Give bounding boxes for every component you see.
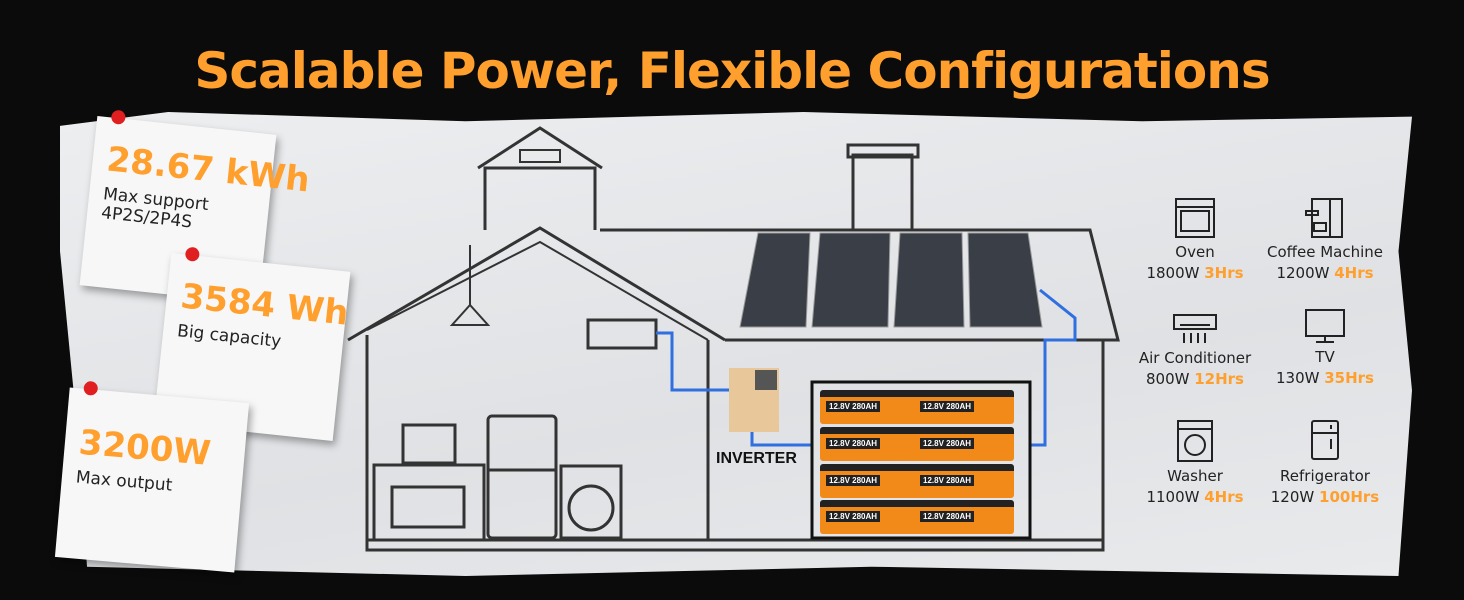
lamp-icon [449, 303, 491, 326]
left-roof [347, 226, 726, 342]
right-roof [600, 228, 1120, 342]
page-title: Scalable Power, Flexible Configurations [194, 42, 1270, 100]
coffee-machine-icon [1305, 198, 1343, 238]
inverter-label: INVERTER [716, 450, 797, 467]
appliance-oven: Oven 1800W 3Hrs [1120, 197, 1270, 282]
pin-icon [184, 246, 201, 262]
washer-icon [1177, 420, 1213, 462]
battery: 12.8V 280AH [820, 427, 920, 461]
solar-panels [739, 232, 1043, 328]
appliance-air-conditioner: Air Conditioner 800W 12Hrs [1120, 313, 1270, 388]
note-output: 3200W Max output [54, 380, 250, 573]
fridge-drawing [486, 414, 558, 540]
refrigerator-icon [1311, 420, 1339, 460]
tv-icon [1305, 309, 1345, 343]
battery: 12.8V 280AH [914, 427, 1014, 461]
appliance-washer: Washer 1100W 4Hrs [1120, 419, 1270, 506]
battery: 12.8V 280AH [914, 500, 1014, 534]
battery: 12.8V 280AH [914, 390, 1014, 424]
chimney [851, 153, 914, 230]
appliance-tv: TV 130W 35Hrs [1250, 308, 1400, 387]
pin-icon [110, 109, 127, 125]
battery: 12.8V 280AH [820, 500, 920, 534]
oven-drawing [372, 463, 486, 542]
oven-icon [1175, 198, 1215, 238]
battery: 12.8V 280AH [820, 464, 920, 498]
wire [656, 331, 730, 392]
ac-drawing [586, 318, 658, 350]
washer-drawing [559, 464, 623, 540]
battery-rack [810, 380, 1032, 540]
pin-icon [83, 380, 99, 396]
microwave-drawing [401, 423, 457, 465]
floor [365, 538, 1105, 552]
appliance-refrigerator: Refrigerator 120W 100Hrs [1250, 419, 1400, 506]
air-conditioner-icon [1173, 314, 1217, 343]
appliance-coffee-machine: Coffee Machine 1200W 4Hrs [1250, 197, 1400, 282]
battery: 12.8V 280AH [820, 390, 920, 424]
cupola [483, 166, 597, 230]
battery: 12.8V 280AH [914, 464, 1014, 498]
